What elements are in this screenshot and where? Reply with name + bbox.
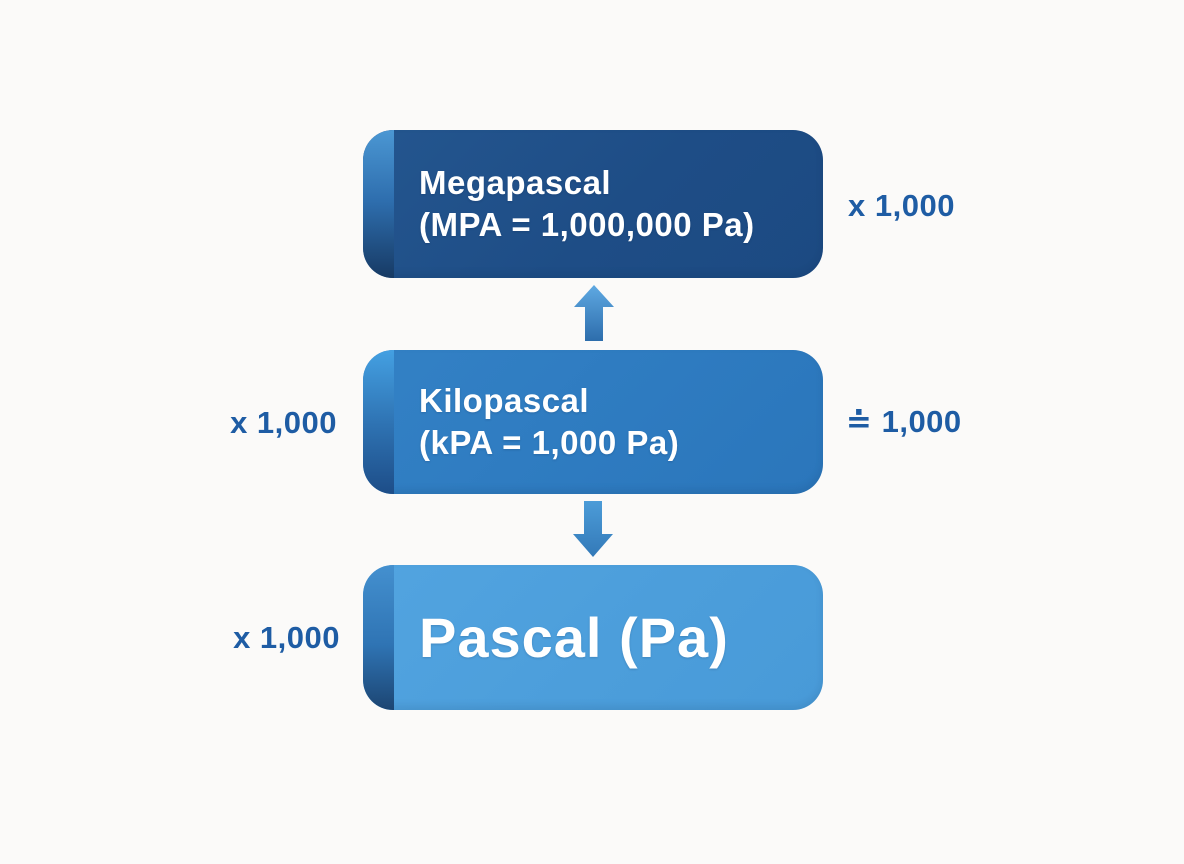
pascal-box-content: Pascal (Pa): [419, 565, 807, 710]
pascal-box-edge: [363, 565, 394, 710]
up-arrow-icon: [574, 285, 614, 341]
down-arrow-icon: [573, 501, 613, 557]
megapascal-box-content: Megapascal (MPA = 1,000,000 Pa): [419, 130, 807, 278]
megapascal-box-edge: [363, 130, 394, 278]
multiply-label-bottom-left: x 1,000: [233, 620, 340, 655]
megapascal-box: Megapascal (MPA = 1,000,000 Pa): [363, 130, 823, 278]
pascal-title: Pascal (Pa): [419, 605, 729, 669]
megapascal-subtitle: (MPA = 1,000,000 Pa): [419, 206, 755, 243]
kilopascal-subtitle: (kPA = 1,000 Pa): [419, 424, 680, 461]
kilopascal-box: Kilopascal (kPA = 1,000 Pa): [363, 350, 823, 494]
divide-label-middle-right: ≐ 1,000: [846, 404, 962, 439]
kilopascal-title: Kilopascal: [419, 382, 590, 420]
megapascal-title: Megapascal: [419, 164, 612, 202]
kilopascal-box-edge: [363, 350, 394, 494]
pascal-box: Pascal (Pa): [363, 565, 823, 710]
kilopascal-box-content: Kilopascal (kPA = 1,000 Pa): [419, 350, 807, 494]
multiply-label-top-right: x 1,000: [848, 188, 955, 223]
multiply-label-middle-left: x 1,000: [230, 405, 337, 440]
